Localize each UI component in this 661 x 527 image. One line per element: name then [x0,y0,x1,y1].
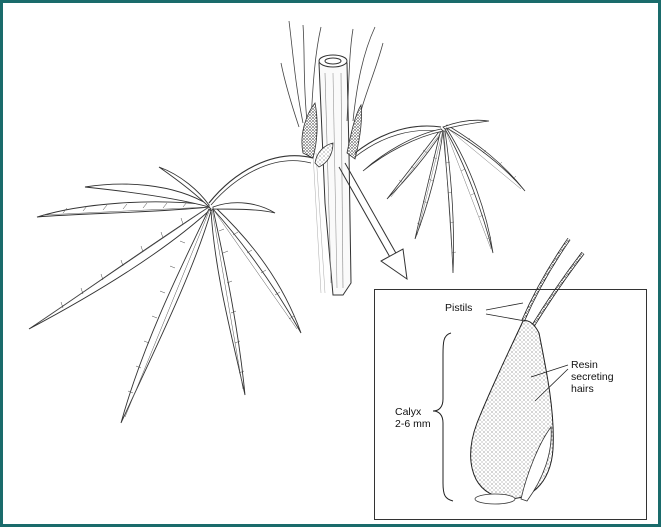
pistils-label: Pistils [445,302,472,314]
left-leaf [29,167,301,423]
resin-hairs-label-line1: Resin [571,359,598,371]
calyx-label-line1: Calyx [395,406,421,418]
resin-hairs-label-line2: secreting [571,371,614,383]
calyx-inset-box [374,289,647,520]
calyx-label-line2: 2-6 mm [395,418,431,430]
right-leaf [363,120,525,273]
main-stem [313,55,351,295]
resin-hairs-label-line3: hairs [571,383,594,395]
